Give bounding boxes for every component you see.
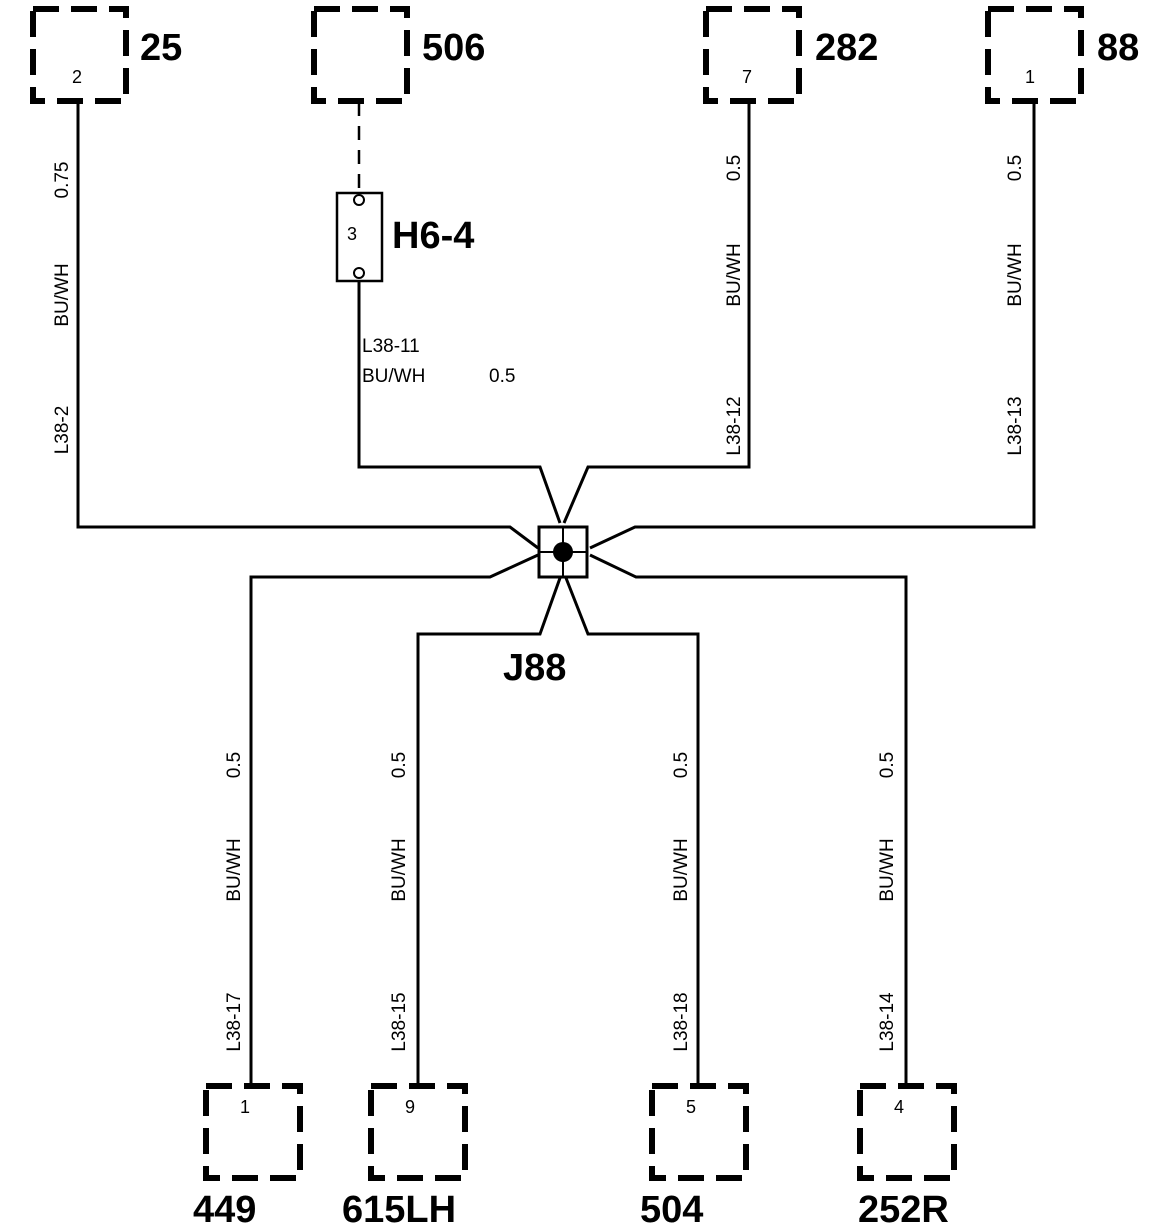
splice-j88[interactable]: J88 [503,525,589,689]
connector-506-label: 506 [422,27,485,69]
wire-l38-15-size: 0.5 [389,752,410,778]
wire-l38-11-size: 0.5 [489,366,515,387]
wire-l38-17[interactable] [249,553,539,1085]
wire-l38-17-color: BU/WH [224,838,245,901]
wire-l38-17-size: 0.5 [224,752,245,778]
connector-25-pin: 2 [72,67,82,87]
fuse-label: H6-4 [392,215,474,257]
wire-l38-15[interactable] [416,577,562,1085]
connector-504-label: 504 [640,1189,703,1230]
wire-l38-2-size: 0.75 [52,162,73,199]
connector-25-label: 25 [140,27,182,69]
connector-504-pin: 5 [686,1097,696,1117]
connector-615lh[interactable]: 9 615LH [342,1083,468,1230]
wire-l38-13[interactable] [589,102,1036,550]
wire-l38-2-circuit: L38-2 [52,406,73,455]
wire-l38-14-color: BU/WH [877,838,898,901]
connector-615lh-pin: 9 [405,1097,415,1117]
connector-282[interactable]: 7 282 [703,6,878,104]
connector-504[interactable]: 5 504 [640,1083,749,1230]
connector-449-label: 449 [193,1189,256,1230]
connector-449-pin: 1 [240,1097,250,1117]
connector-252r-label: 252R [858,1189,949,1230]
wire-l38-14-size: 0.5 [877,752,898,778]
connector-282-pin: 7 [742,67,752,87]
wire-l38-11-color: BU/WH [362,366,425,387]
wire-l38-2[interactable] [76,102,539,550]
wire-l38-15-circuit: L38-15 [389,992,410,1051]
connector-88-pin: 1 [1025,67,1035,87]
wire-l38-12-circuit: L38-12 [724,396,745,455]
wire-l38-18-size: 0.5 [671,752,692,778]
wire-l38-11-circuit: L38-11 [362,336,420,357]
wire-l38-15-color: BU/WH [389,838,410,901]
connector-252r-pin: 4 [894,1097,904,1117]
fuse-h6-4[interactable]: 3 H6-4 [335,102,474,283]
wire-l38-2-color: BU/WH [52,263,73,326]
wire-l38-14-circuit: L38-14 [877,992,898,1052]
connector-252r[interactable]: 4 252R [857,1083,957,1230]
wire-l38-12-size: 0.5 [724,155,745,181]
connector-88-label: 88 [1097,27,1139,69]
wire-l38-11[interactable] [357,280,562,524]
connector-88[interactable]: 1 88 [985,6,1139,104]
wire-l38-13-size: 0.5 [1005,155,1026,181]
wire-l38-13-circuit: L38-13 [1005,396,1026,455]
splice-label: J88 [503,647,566,689]
fuse-pin: 3 [347,224,357,244]
wire-l38-17-circuit: L38-17 [224,992,245,1051]
connector-506[interactable]: 506 [311,6,485,104]
wire-l38-13-color: BU/WH [1005,243,1026,306]
wire-l38-12[interactable] [562,102,751,524]
connector-615lh-label: 615LH [342,1189,456,1230]
wire-l38-18-circuit: L38-18 [671,992,692,1051]
wire-l38-14[interactable] [589,553,908,1085]
wire-l38-18-color: BU/WH [671,838,692,901]
wire-l38-12-color: BU/WH [724,243,745,306]
wire-l38-18[interactable] [564,577,700,1085]
connector-282-label: 282 [815,27,878,69]
connector-449[interactable]: 1 449 [193,1083,303,1230]
connector-25[interactable]: 2 25 [30,6,182,104]
